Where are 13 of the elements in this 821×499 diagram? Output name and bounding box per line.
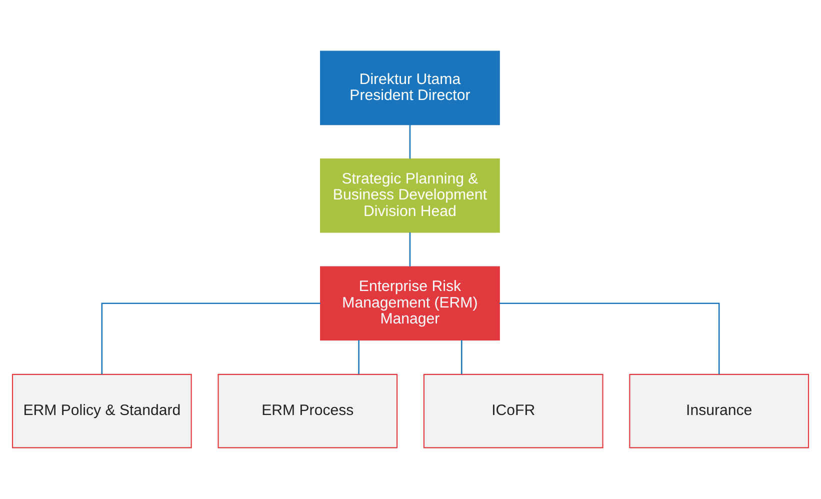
node-box: Direktur Utama President Director bbox=[320, 50, 500, 126]
node-box: ERM Process bbox=[218, 374, 398, 448]
connector bbox=[461, 340, 462, 374]
node-box: ICoFR bbox=[423, 374, 604, 448]
connector bbox=[409, 124, 411, 159]
node-box: Enterprise Risk Management (ERM) Manager bbox=[320, 266, 500, 341]
connector bbox=[409, 232, 411, 266]
node-box: Strategic Planning & Business Development Division Head bbox=[320, 158, 500, 233]
connector bbox=[358, 340, 360, 374]
node-box: ERM Policy & Standard bbox=[12, 374, 192, 448]
connector bbox=[101, 302, 320, 374]
connector bbox=[499, 302, 720, 374]
node-box: Insurance bbox=[629, 374, 810, 448]
